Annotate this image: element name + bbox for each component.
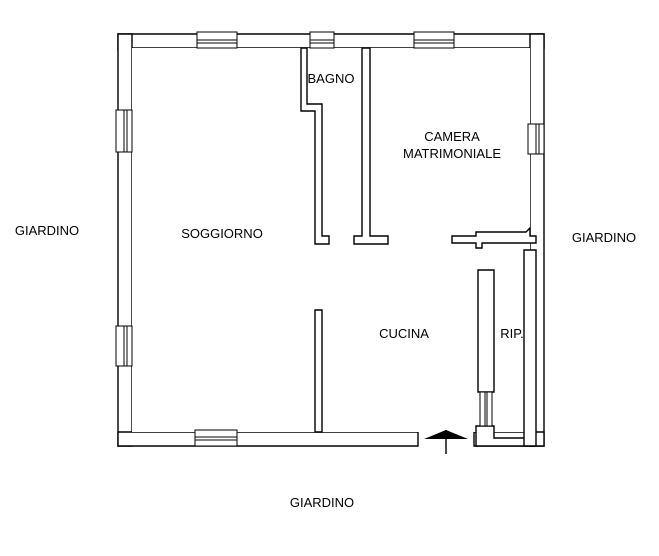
interior-walls [300, 47, 537, 447]
wall-rip-east [523, 249, 537, 447]
surrounding-label-east: GIARDINO [572, 230, 636, 245]
wall-camera-south [451, 226, 537, 249]
room-label-ripostiglio: RIP. [500, 326, 524, 341]
room-label-camera-line1: CAMERA [424, 129, 480, 144]
window-bagno-north [309, 31, 335, 49]
wall-south-left [117, 431, 419, 447]
window-soggiorno-north [196, 31, 238, 49]
surrounding-label-west: GIARDINO [15, 223, 79, 238]
window-camera-north [413, 31, 455, 49]
wall-bagno-east [353, 47, 389, 245]
wall-rip-west [477, 269, 495, 393]
window-soggiorno-west-1 [115, 109, 133, 153]
window-soggiorno-south [194, 429, 238, 447]
wall-soggiorno-east [314, 309, 323, 433]
entrance-arrow-icon [424, 430, 468, 454]
window-rip [479, 391, 493, 427]
window-soggiorno-west-2 [115, 325, 133, 367]
room-label-cucina: CUCINA [379, 326, 429, 341]
surrounding-label-south: GIARDINO [290, 495, 354, 510]
room-label-bagno: BAGNO [308, 71, 355, 86]
wall-west [117, 33, 133, 447]
wall-bagno-west [300, 47, 330, 245]
room-label-soggiorno: SOGGIORNO [181, 226, 263, 241]
room-label-camera-line2: MATRIMONIALE [403, 146, 501, 161]
windows [115, 31, 545, 447]
window-camera-east [527, 123, 545, 155]
